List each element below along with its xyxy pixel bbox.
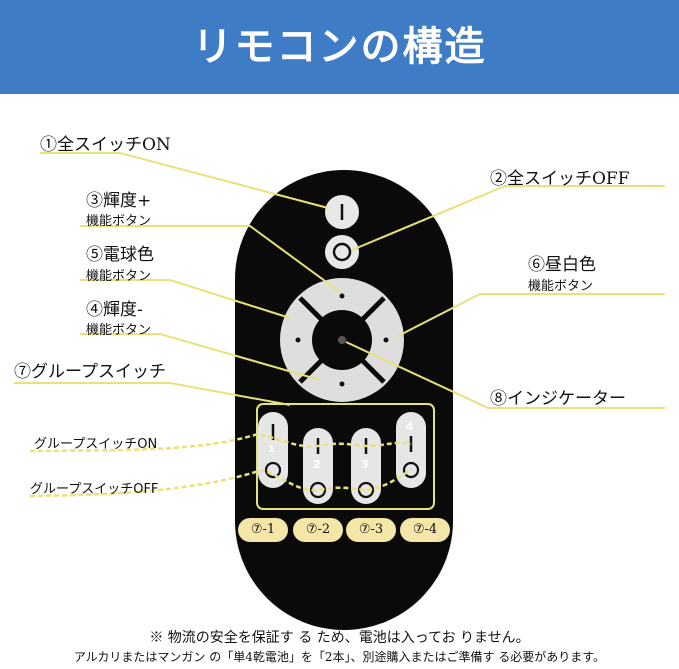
group-1-off-mark bbox=[264, 461, 282, 479]
badge-group-4: ⑦-4 bbox=[400, 518, 450, 542]
battery-requirement-note: アルカリまたはマンガン の「単4乾電池」を「2本」、別途購入またはご準備す る必… bbox=[73, 650, 606, 664]
leader-bright-up bbox=[80, 225, 341, 293]
group-button-3 bbox=[351, 428, 381, 504]
group-3-off-mark bbox=[357, 481, 375, 499]
group-on-connector bbox=[29, 432, 412, 453]
label-all-on: ①全スイッチON bbox=[40, 135, 171, 155]
label-group-switch: ⑦グループスイッチ bbox=[14, 362, 166, 382]
label-bright-up-sub: 機能ボタン bbox=[86, 214, 152, 229]
label-bright-down: ④輝度- bbox=[86, 300, 143, 320]
dial-left-dot bbox=[295, 337, 301, 343]
label-bulb-color-sub: 機能ボタン bbox=[86, 269, 152, 284]
label-all-off: ②全スイッチOFF bbox=[490, 169, 630, 189]
leader-bulb-color bbox=[80, 279, 291, 319]
label-bright-down-sub: 機能ボタン bbox=[86, 323, 152, 338]
group-off-connector bbox=[29, 468, 412, 498]
label-bright-up: ③輝度+ bbox=[86, 191, 152, 211]
page-title: リモコンの構造 bbox=[192, 24, 487, 70]
badge-group-3: ⑦-3 bbox=[346, 518, 396, 542]
indicator-led bbox=[338, 336, 346, 344]
label-group-on: グループスイッチON bbox=[34, 437, 158, 452]
dial-top-dot bbox=[339, 293, 345, 299]
leader-bright-down bbox=[80, 333, 321, 381]
all-off-button bbox=[325, 235, 359, 269]
label-daylight-sub: 機能ボタン bbox=[528, 279, 594, 294]
badge-group-2: ⑦-2 bbox=[293, 518, 343, 542]
group-button-2-number: 2 bbox=[313, 458, 321, 471]
label-bulb-color: ⑤電球色 bbox=[86, 245, 154, 265]
group-4-off-mark bbox=[402, 461, 420, 479]
leader-all-off bbox=[351, 185, 665, 251]
leader-daylight bbox=[397, 293, 665, 337]
group-switch-outline bbox=[256, 403, 435, 510]
label-group-off: グループスイッチOFF bbox=[30, 482, 159, 497]
leader-group-switch bbox=[14, 382, 291, 406]
badge-group-1: ⑦-1 bbox=[238, 518, 288, 542]
leader-all-on bbox=[40, 152, 329, 209]
dial-bottom-dot bbox=[339, 381, 345, 387]
group-2-off-mark bbox=[309, 481, 327, 499]
leader-indicator bbox=[345, 341, 665, 409]
group-button-3-number: 3 bbox=[361, 458, 369, 471]
all-off-button-mark bbox=[332, 242, 352, 262]
group-button-1-number: 1 bbox=[268, 444, 275, 455]
battery-note: ※ 物流の安全を保証す る ため、電池は入ってお りません。 bbox=[149, 630, 530, 646]
label-daylight: ⑥昼白色 bbox=[528, 255, 596, 275]
dial-right-dot bbox=[383, 337, 389, 343]
group-button-4-number: 4 bbox=[406, 420, 414, 433]
title-banner bbox=[0, 0, 679, 94]
label-indicator: ⑧インジケーター bbox=[490, 389, 626, 409]
